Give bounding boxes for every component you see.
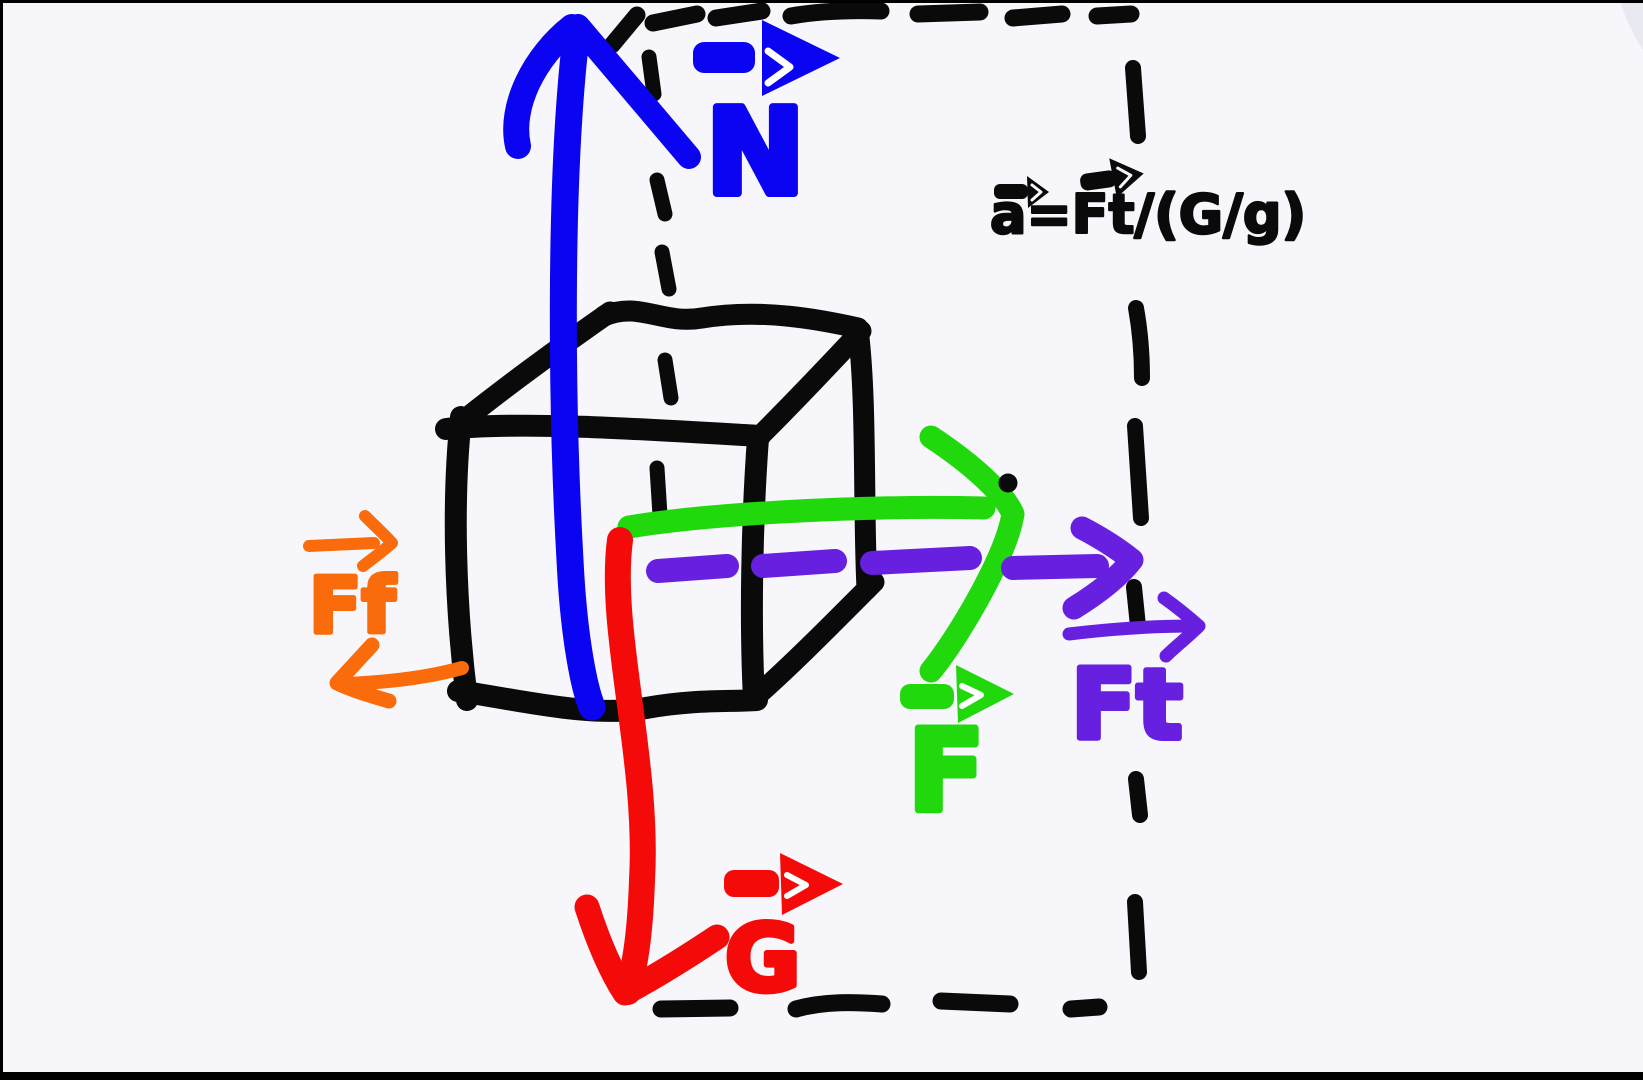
formula-text: a=Ft/(G/g) [990,183,1306,246]
friction-force-label: Ff [309,562,397,651]
normal-force-group: N [503,14,840,721]
boundary-dashed-rectangle [603,2,1150,1018]
applied-force-label: F [908,707,985,837]
gravity-force-group: G [574,527,843,1015]
applied-force-head [919,425,1025,683]
vector-arrow-stamp-red-icon [724,853,843,915]
frame-top-border [0,0,1643,3]
thrust-force-group: Ft [646,516,1206,764]
gravity-force-head [574,894,730,1006]
friction-force-group: Ff [303,510,469,709]
thrust-force-arrow [646,516,1144,620]
frame-bottom-border [0,1072,1643,1080]
boundary-right-dashes [1125,60,1150,980]
friction-small-arrow-icon [303,510,398,572]
friction-force-shaft [339,661,469,691]
boundary-bottom-dashes [652,992,1108,1018]
corner-artifact [1620,0,1643,50]
vector-hat-ft-icon [1080,158,1144,198]
normal-force-arrow [503,14,701,721]
gravity-force-label: G [725,905,801,1012]
normal-force-shaft [549,15,606,721]
normal-force-label: N [706,83,805,221]
formula-group: a=Ft/(G/g) [989,158,1307,247]
vector-arrow-stamp-blue-icon [693,20,840,96]
frame-left-border [0,0,3,1080]
gravity-force-arrow [574,527,730,1006]
ink-dot [998,473,1018,493]
friction-force-head [329,637,397,709]
friction-force-arrow [329,637,469,709]
thrust-force-label: Ft [1071,649,1182,761]
applied-force-shaft [617,495,996,539]
applied-force-arrow [617,425,1025,683]
thrust-force-dashes [646,546,1109,583]
thrust-force-head [1062,516,1144,620]
vector-arrow-stamp-green-icon [900,665,1014,723]
thrust-small-arrow-icon [1062,591,1206,663]
boundary-top-dashes [603,2,1140,54]
normal-force-head-left [503,14,585,159]
gravity-force-shaft [604,527,656,1005]
boundary-left-dashes [641,49,679,523]
vector-hat-a-icon [994,176,1049,208]
normal-force-head-right [566,14,701,169]
applied-force-group: F [617,425,1025,841]
